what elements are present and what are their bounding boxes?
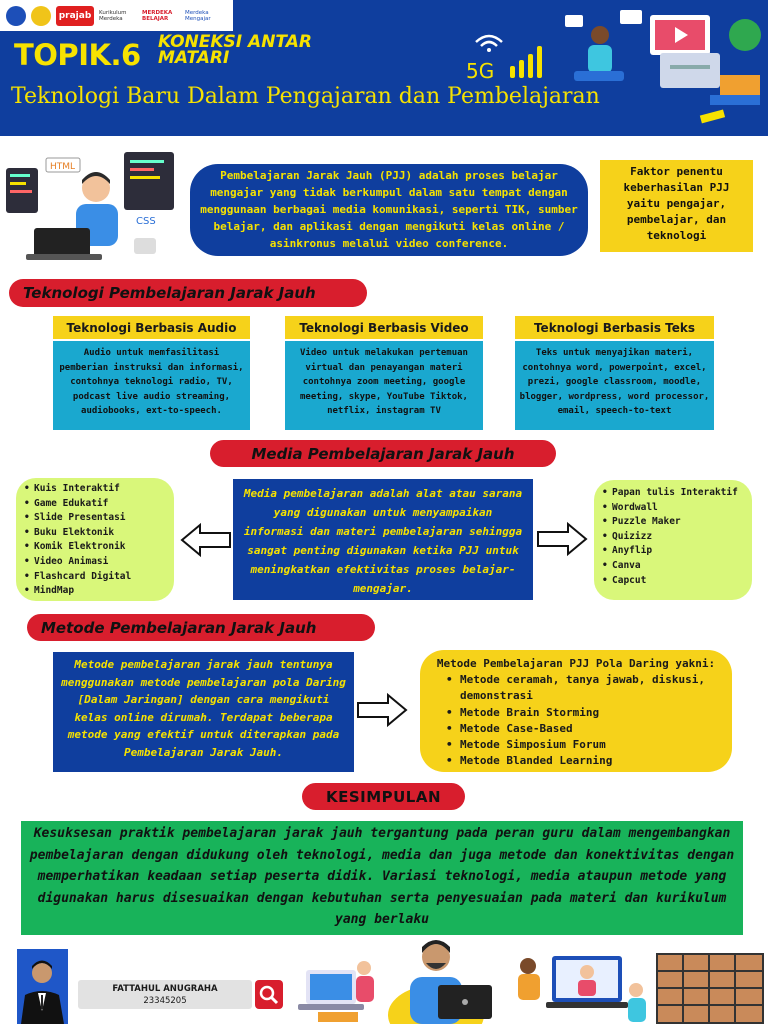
tech-audio-description: Audio untuk memfasilitasi pemberian inst… (53, 341, 250, 430)
svg-text:HTML: HTML (50, 162, 75, 172)
tech-audio-title: Teknologi Berbasis Audio (53, 316, 250, 339)
student-laptop-illustration (298, 961, 374, 1022)
conclusion-box: Kesuksesan praktik pembelajaran jarak ja… (21, 821, 743, 935)
list-item: Metode Case-Based (432, 721, 720, 738)
list-item: Metode Blanded Learning (432, 753, 720, 770)
section-title-kesimpulan: KESIMPULAN (302, 783, 465, 810)
teacher-illustration (388, 940, 492, 1024)
topic-label: TOPIK.6 (14, 38, 141, 72)
section-title-media: Media Pembelajaran Jarak Jauh (210, 440, 556, 467)
success-factor-box: Faktor penentu keberhasilan PJJ yaitu pe… (600, 160, 753, 252)
list-item: Capcut (600, 574, 746, 589)
university-logo (31, 5, 51, 26)
list-item: Canva (600, 559, 746, 574)
online-learning-illustration (565, 10, 761, 124)
list-item: MindMap (22, 584, 168, 599)
tech-text-title: Teknologi Berbasis Teks (515, 316, 714, 339)
svg-text:CSS: CSS (136, 216, 156, 227)
list-item: Metode Simposium Forum (432, 737, 720, 754)
arrow-right-icon (537, 521, 588, 557)
list-item: Quizizz (600, 530, 746, 545)
media-list-right: Papan tulis Interaktif Wordwall Puzzle M… (594, 480, 752, 600)
metode-daring-list-box: Metode Pembelajaran PJJ Pola Daring yakn… (420, 650, 732, 772)
merdeka-belajar-logo: MERDEKA BELAJAR (142, 9, 173, 22)
list-item: Komik Elektronik (22, 540, 168, 555)
metode-list-heading: Metode Pembelajaran PJJ Pola Daring yakn… (436, 657, 716, 670)
tech-text-description: Teks untuk menyajikan materi, contohnya … (515, 341, 714, 430)
logo-strip: prajab Kurikulum Merdeka MERDEKA BELAJAR… (0, 0, 233, 31)
list-item: Anyflip (600, 544, 746, 559)
kemendikbud-logo (6, 5, 26, 26)
video-conference-grid (656, 953, 764, 1024)
header-banner: prajab Kurikulum Merdeka MERDEKA BELAJAR… (0, 0, 768, 136)
ppg-prajab-logo: prajab (56, 5, 94, 26)
page-title: Teknologi Baru Dalam Pengajaran dan Pemb… (11, 84, 600, 109)
programmer-illustration: HTML CSS (6, 152, 174, 260)
list-item: Flashcard Digital (22, 570, 168, 585)
list-item: Metode Brain Storming (432, 705, 720, 722)
list-item: Slide Presentasi (22, 511, 168, 526)
search-icon (259, 985, 279, 1005)
author-name: FATTAHUL ANUGRAHA (112, 984, 218, 994)
student-photo-icon (21, 960, 64, 1024)
arrow-right-icon (357, 692, 408, 728)
section-title-metode: Metode Pembelajaran Jarak Jauh (27, 614, 375, 641)
list-item: Buku Elektonik (22, 526, 168, 541)
media-definition-box: Media pembelajaran adalah alat atau sara… (233, 479, 533, 600)
media-list-left: Kuis Interaktif Game Edukatif Slide Pres… (16, 478, 174, 601)
arrow-left-icon (180, 522, 231, 558)
list-item: Papan tulis Interaktif (600, 486, 746, 501)
online-class-illustration (518, 956, 646, 1022)
avatar (17, 949, 68, 1024)
author-name-card: FATTAHUL ANUGRAHA 23345205 (78, 980, 252, 1009)
search-button[interactable] (255, 980, 283, 1009)
author-nim: 23345205 (143, 996, 187, 1006)
tech-video-description: Video untuk melakukan pertemuan virtual … (285, 341, 483, 430)
5g-signal-icon: 5G (466, 34, 542, 83)
pjj-definition-box: Pembelajaran Jarak Jauh (PJJ) adalah pro… (190, 164, 588, 256)
metode-description-box: Metode pembelajaran jarak jauh tentunya … (53, 652, 354, 772)
list-item: Wordwall (600, 501, 746, 516)
section-title-teknologi: Teknologi Pembelajaran Jarak Jauh (9, 279, 367, 307)
tech-video-title: Teknologi Berbasis Video (285, 316, 483, 339)
list-item: Kuis Interaktif (22, 482, 168, 497)
topic-subtitle: KONEKSI ANTAR MATARI (158, 32, 312, 68)
merdeka-mengajar-logo: Merdeka Mengajar (185, 9, 211, 22)
list-item: Metode ceramah, tanya jawab, diskusi, de… (432, 672, 720, 705)
list-item: Video Animasi (22, 555, 168, 570)
list-item: Puzzle Maker (600, 515, 746, 530)
kurikulum-merdeka-logo: Kurikulum Merdeka (99, 9, 127, 22)
list-item: Game Edukatif (22, 497, 168, 512)
svg-text:5G: 5G (466, 59, 494, 83)
